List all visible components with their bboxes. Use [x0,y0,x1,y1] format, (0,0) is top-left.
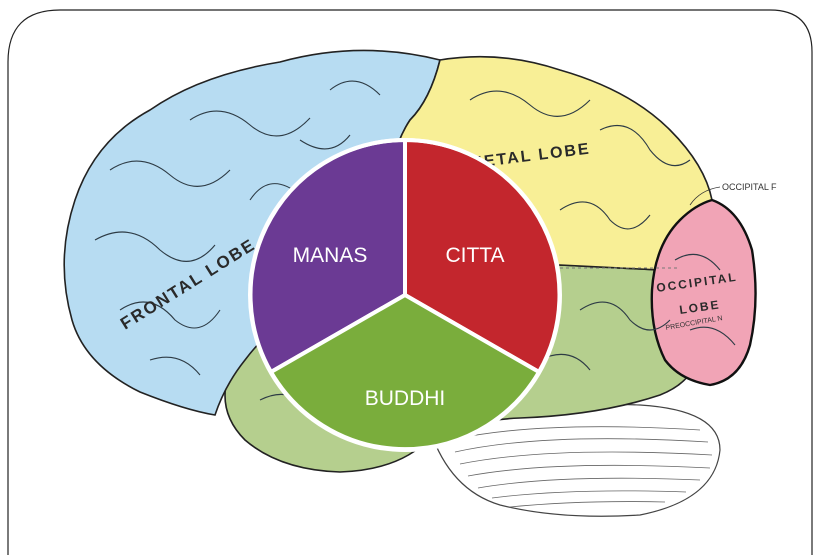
segment-buddhi-label: BUDDHI [365,387,446,410]
segment-manas-label: MANAS [293,244,368,267]
segment-citta-label: CITTA [445,244,504,267]
occipital-pointer-label: OCCIPITAL F [722,182,777,192]
